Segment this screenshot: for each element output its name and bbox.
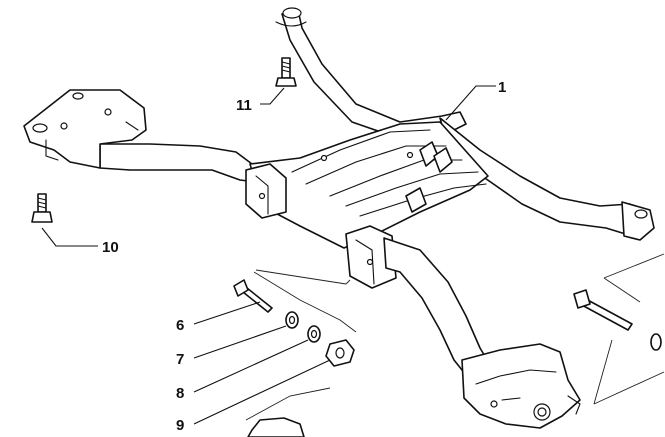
callout-8: 8 (176, 385, 184, 402)
washer-part-7[interactable] (285, 311, 299, 329)
callout-11: 11 (236, 97, 252, 114)
bolt-right-side[interactable] (573, 289, 662, 351)
callout-1: 1 (498, 79, 506, 96)
bolt-part-6[interactable] (233, 279, 273, 313)
nut-part-9[interactable] (325, 339, 355, 367)
crossmember-frame[interactable] (23, 7, 655, 429)
alignment-guides (245, 253, 665, 421)
callout-9: 9 (176, 417, 184, 434)
callout-7: 7 (176, 351, 184, 368)
washer-part-8[interactable] (307, 325, 321, 343)
callout-labels: 1 11 10 6 7 8 9 (102, 79, 506, 434)
leader-lines (41, 85, 496, 425)
bushing-bottom-left[interactable] (247, 417, 305, 437)
bolt-part-11[interactable] (275, 57, 297, 87)
callout-6: 6 (176, 317, 184, 334)
callout-10: 10 (102, 239, 119, 256)
bolt-part-10[interactable] (31, 193, 53, 223)
